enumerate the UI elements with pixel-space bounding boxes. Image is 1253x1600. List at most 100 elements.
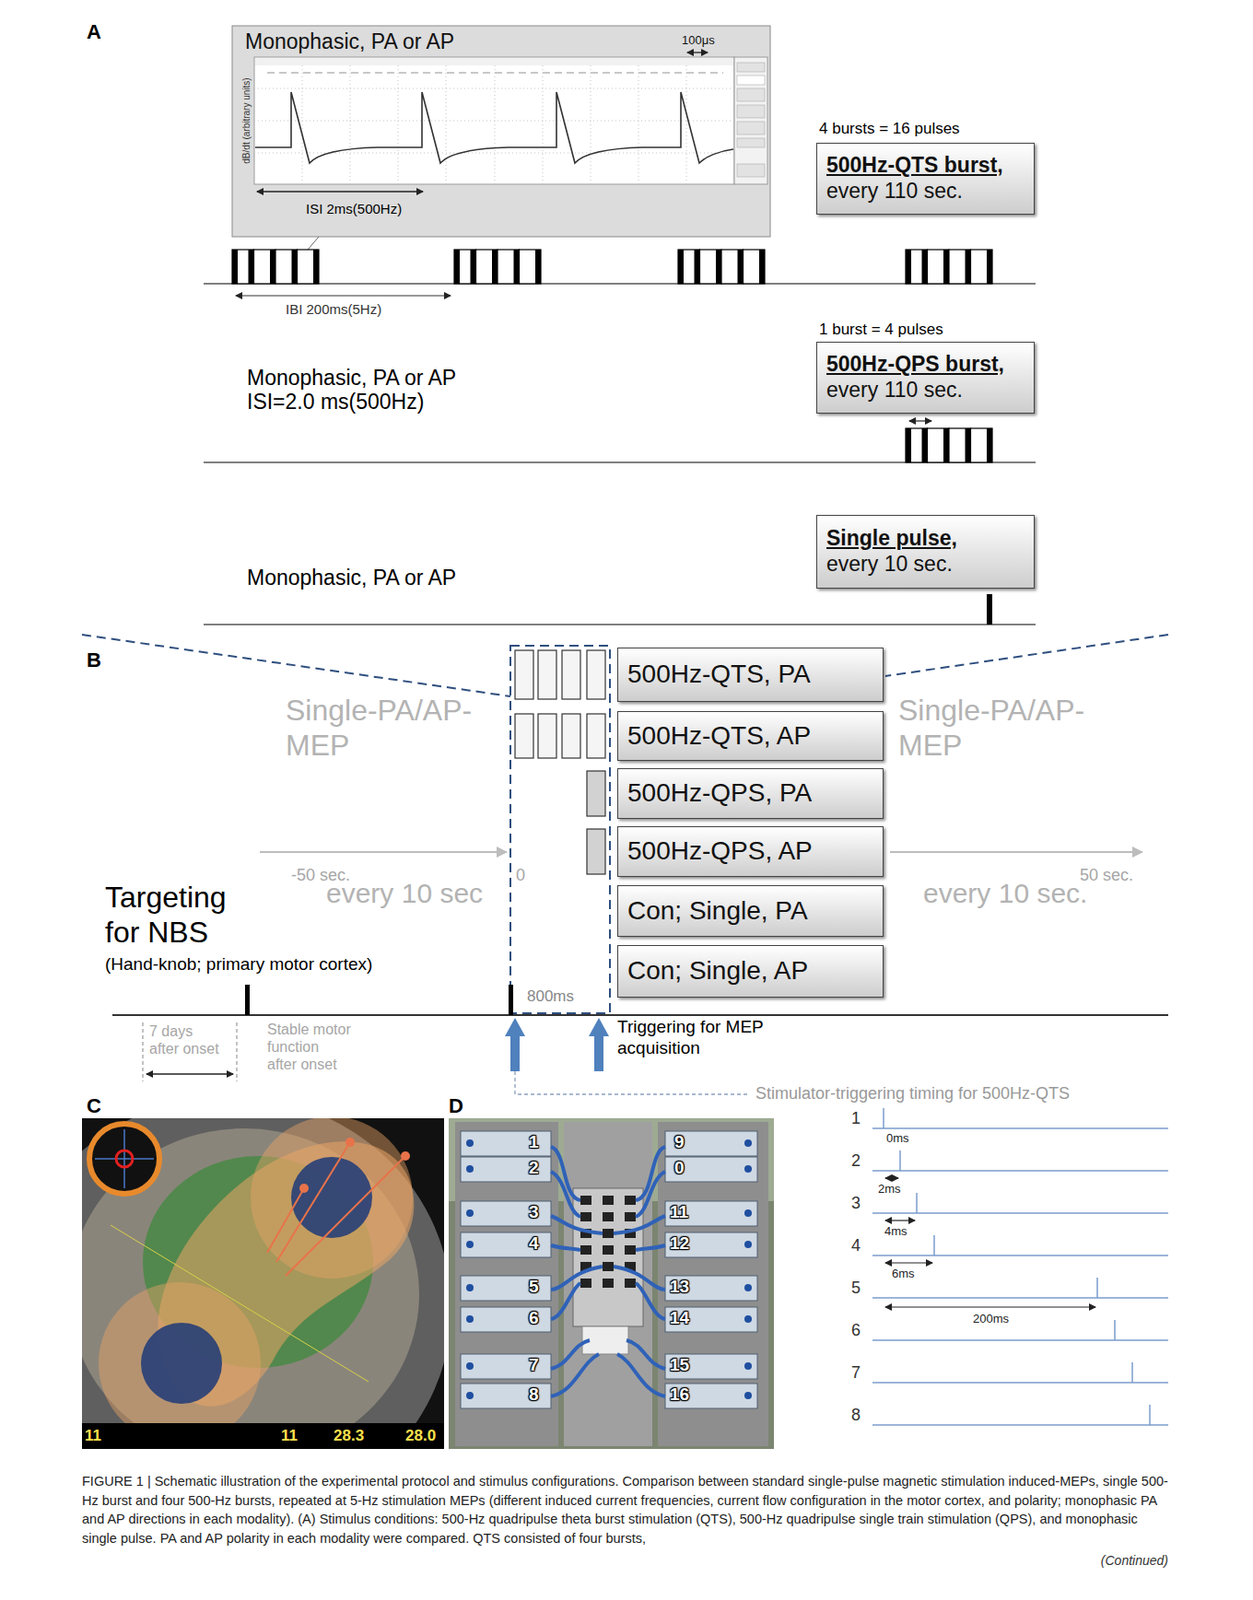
- figure-rect: [562, 714, 581, 759]
- figure-line: [1096, 1277, 1099, 1299]
- figure-circle: [744, 1284, 752, 1292]
- unit-number: 11: [669, 1202, 689, 1224]
- figure-circle: [116, 1150, 133, 1168]
- figure-rect: [460, 1201, 551, 1227]
- figure-rect: [665, 1157, 758, 1183]
- figure-rect: [737, 138, 765, 148]
- annotation-text: Monophasic, PA or AP: [246, 365, 457, 392]
- figure-rect: [81, 1423, 445, 1450]
- annotation-text: 200ms: [972, 1311, 1009, 1327]
- figure-rect: [586, 829, 606, 875]
- figure-rect: [580, 1212, 592, 1222]
- box-heading: 500Hz-QPS, PA: [627, 778, 812, 809]
- annotation-text: every 10 sec: [326, 877, 483, 911]
- figure-path: [635, 1283, 666, 1320]
- annotation-text: 4ms: [884, 1224, 908, 1240]
- zoom-lines: [81, 634, 1169, 1014]
- figure-rect: [460, 1232, 551, 1258]
- figure-ellipse: [81, 1118, 445, 1450]
- figure-path: [550, 1283, 581, 1320]
- figure-rect: [734, 57, 768, 185]
- figure-path: [550, 1171, 581, 1218]
- figure-g: [737, 62, 765, 177]
- pulse-trains: [203, 236, 1036, 625]
- figure-line: [590, 65, 592, 185]
- figure-line: [909, 420, 932, 422]
- annotation-text: Stimulator-triggering timing for 500Hz-Q…: [755, 1084, 1070, 1105]
- figure-rect: [602, 1278, 614, 1289]
- figure-line: [872, 1297, 1169, 1300]
- unit-number: 0: [674, 1158, 685, 1180]
- figure-rect: [562, 650, 581, 700]
- figure-rect: [737, 121, 765, 135]
- figure-rect: [538, 650, 557, 700]
- figure-rect: [586, 714, 606, 759]
- modality-box: 500Hz-QPS, AP: [617, 826, 884, 878]
- figure-line: [872, 1339, 1169, 1342]
- figure-path: [635, 1245, 666, 1251]
- annotation-text: IBI 200ms(5Hz): [285, 301, 382, 318]
- box-heading: 500Hz-QPS burst,: [826, 351, 1005, 378]
- figure-rect: [573, 1188, 644, 1327]
- figure-path: [515, 1071, 750, 1095]
- figure-line: [687, 51, 708, 53]
- figure-g: [580, 1195, 636, 1289]
- figure-circle: [744, 1392, 752, 1400]
- figure-rect: [665, 1232, 758, 1258]
- figure-circle: [466, 1392, 474, 1400]
- condition-pulses: [515, 650, 606, 875]
- figure-g: [81, 1118, 445, 1450]
- figure-g: [550, 1147, 666, 1397]
- unit-number: 5: [528, 1276, 539, 1299]
- figure-rect: [665, 1131, 758, 1157]
- unit-number: 3: [528, 1202, 539, 1224]
- condition-box: 500Hz-QTS burst,every 110 sec.: [816, 142, 1035, 215]
- unit-number: 12: [669, 1233, 690, 1255]
- figure-circle: [291, 1157, 373, 1239]
- figure-circle: [466, 1209, 474, 1218]
- figure-circle: [400, 1151, 410, 1161]
- condition-box: Single pulse,every 10 sec.: [816, 515, 1035, 589]
- stimulator-rack-photo: [448, 1118, 774, 1450]
- annotation-text: 6ms: [891, 1266, 915, 1282]
- condition-box: 500Hz-QPS burst,every 110 sec.: [816, 341, 1035, 414]
- figure-rect: [515, 650, 534, 700]
- annotation-text: 7 days after onset: [149, 1022, 223, 1058]
- figure-line: [885, 1306, 1096, 1308]
- annotation-text: Targeting for NBS: [105, 879, 262, 951]
- annotation-text: every 10 sec.: [923, 877, 1088, 911]
- figure-line: [146, 1073, 234, 1075]
- figure-rect: [460, 1131, 551, 1157]
- figure-path: [550, 1354, 599, 1397]
- figure-line: [235, 294, 451, 296]
- figure-rect: [602, 1212, 614, 1222]
- modality-box: Con; Single, PA: [617, 885, 884, 937]
- figure-circle: [299, 1183, 309, 1194]
- unit-number: 9: [674, 1132, 685, 1154]
- figure-g: [267, 1142, 406, 1277]
- figure-circle: [744, 1241, 752, 1249]
- figure-line: [254, 88, 735, 90]
- annotation-text: 0ms: [886, 1131, 910, 1147]
- annotation-text: 2: [851, 1151, 861, 1172]
- figure-rect: [602, 1262, 614, 1272]
- unit-number: 7: [528, 1355, 539, 1377]
- annotation-text: 4 bursts = 16 pulses: [819, 119, 961, 139]
- figure-line: [872, 1381, 1169, 1384]
- figure-line: [638, 65, 640, 185]
- figure-rect: [665, 1201, 758, 1227]
- figure-rect: [455, 1122, 559, 1447]
- figure-line: [899, 1150, 902, 1172]
- figure-rect: [602, 1229, 614, 1239]
- figure-circle: [466, 1362, 474, 1371]
- figure-line: [885, 1262, 933, 1264]
- figure-circle: [250, 1118, 413, 1279]
- axis-label: dB/dt (arbitrary units): [241, 77, 253, 164]
- unit-number: 6: [528, 1308, 539, 1330]
- annotation-text: 1 burst = 4 pulses: [819, 320, 944, 340]
- figure-g: [460, 1131, 758, 1409]
- figure-line: [933, 1235, 936, 1256]
- annotation-text: 11: [281, 1427, 298, 1446]
- annotation-text: 50 sec.: [1079, 866, 1134, 887]
- figure-line: [267, 1188, 305, 1253]
